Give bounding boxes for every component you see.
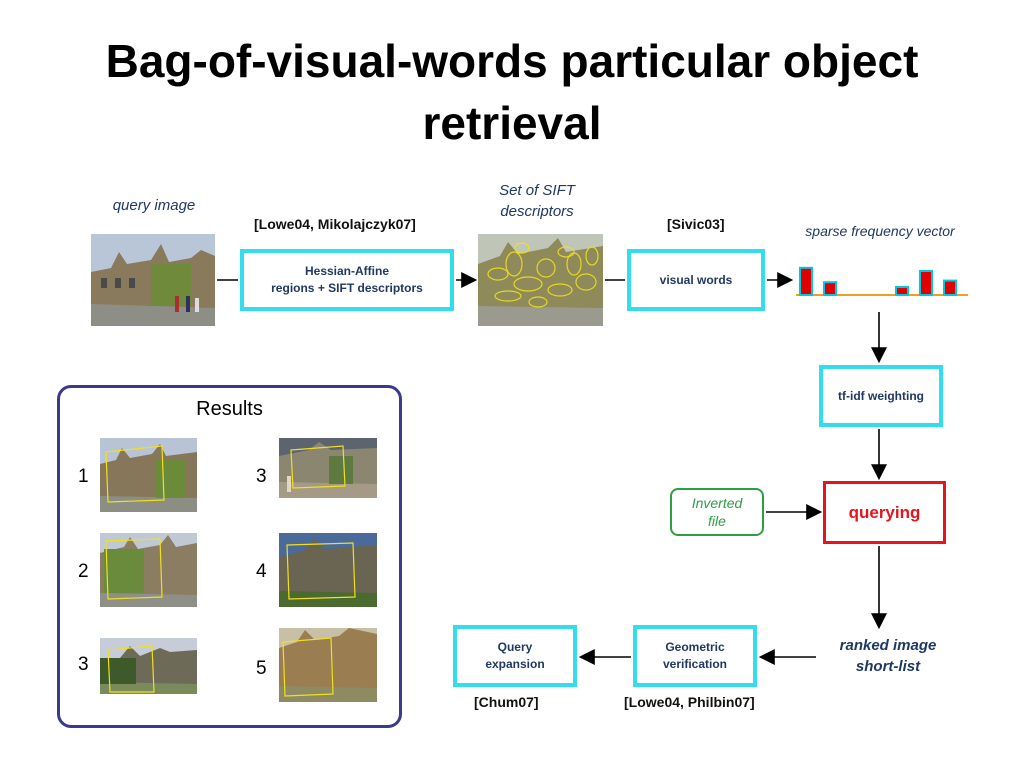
hessian-box-line-2: regions + SIFT descriptors (271, 281, 423, 295)
title-line-1: Bag-of-visual-words particular object (105, 35, 919, 87)
geometric-line-1: Geometric (665, 640, 725, 654)
citation-sivic: [Sivic03] (667, 216, 725, 232)
ranked-shortlist-label: ranked image short-list (828, 635, 948, 677)
geometric-line-2: verification (662, 657, 728, 671)
querying-box: querying (823, 481, 946, 544)
ranked-line-2: short-list (855, 658, 921, 675)
query-expansion-box: Query expansion (453, 625, 577, 687)
query-image-caption: query image (112, 197, 196, 214)
histogram-bar (799, 266, 813, 297)
ranked-line-1: ranked image (839, 637, 937, 654)
result-rank-label: 3 (78, 654, 89, 675)
result-rank-label: 2 (78, 561, 89, 582)
result-thumbnail[interactable] (100, 533, 197, 607)
histogram-bar (823, 281, 837, 297)
hessian-affine-box: Hessian-Affine regions + SIFT descriptor… (240, 249, 454, 311)
result-rank-label: 4 (256, 561, 267, 582)
result-rank-label: 1 (78, 466, 89, 487)
inverted-file-line-2: file (708, 513, 726, 529)
result-thumbnail[interactable] (100, 638, 197, 694)
histogram-bar (943, 279, 957, 296)
citation-chum: [Chum07] (474, 694, 539, 710)
histogram-bar (919, 270, 933, 296)
slide-title: Bag-of-visual-words particular object re… (40, 30, 984, 154)
results-panel: Results 1 2 3 3 (57, 385, 402, 728)
query-image (91, 234, 215, 326)
result-rank-label: 3 (256, 466, 267, 487)
results-title: Results (196, 398, 263, 420)
sift-descriptors-image (478, 234, 603, 326)
result-thumbnail[interactable] (279, 533, 377, 607)
query-expansion-line-2: expansion (485, 657, 545, 671)
title-line-2: retrieval (422, 97, 602, 149)
visual-words-box: visual words (627, 249, 765, 311)
query-expansion-line-1: Query (497, 640, 533, 654)
result-thumbnail[interactable] (279, 628, 377, 702)
sparse-vector-caption: sparse frequency vector (805, 223, 955, 239)
result-rank-label: 5 (256, 658, 267, 679)
inverted-file-line-1: Inverted (691, 495, 743, 511)
hessian-box-line-1: Hessian-Affine (304, 264, 390, 278)
sift-caption-line-1: Set of SIFT (499, 182, 575, 199)
citation-lowe-philbin: [Lowe04, Philbin07] (624, 694, 755, 710)
geometric-verification-box: Geometric verification (633, 625, 757, 687)
sparse-frequency-histogram (796, 266, 968, 297)
sift-caption-line-2: descriptors (500, 203, 574, 220)
sift-descriptors-caption: Set of SIFT descriptors (472, 180, 602, 222)
citation-lowe-mikolajczyk: [Lowe04, Mikolajczyk07] (254, 216, 416, 232)
result-thumbnail[interactable] (100, 438, 197, 512)
result-thumbnail[interactable] (279, 438, 377, 498)
inverted-file-box: Inverted file (670, 488, 764, 536)
tfidf-weighting-box: tf-idf weighting (819, 365, 943, 427)
histogram-bar (895, 286, 909, 296)
